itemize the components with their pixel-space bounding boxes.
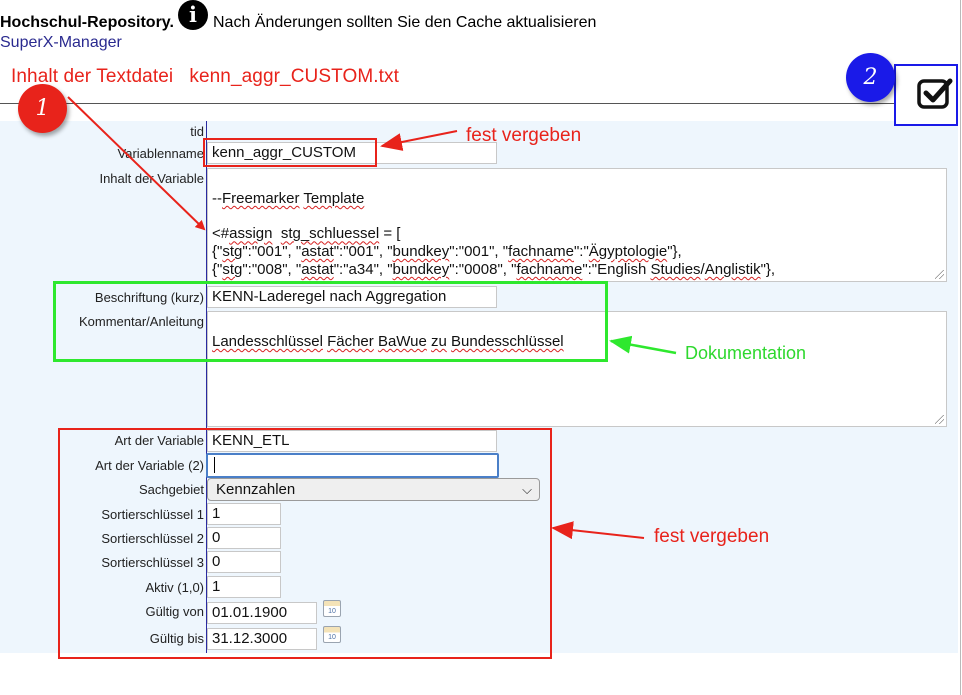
arrow-to-varname bbox=[380, 130, 458, 151]
sort3-label: Sortierschlüssel 3 bbox=[101, 555, 204, 570]
caption-field[interactable]: KENN-Laderegel nach Aggregation bbox=[207, 286, 497, 308]
annotation-title-prefix: Inhalt der Textdatei bbox=[11, 66, 174, 87]
area-select-value: Kennzahlen bbox=[216, 481, 296, 498]
sort2-label: Sortierschlüssel 2 bbox=[101, 531, 204, 546]
sort2-field[interactable]: 0 bbox=[207, 527, 281, 549]
arrow-to-fixed-fields bbox=[551, 521, 645, 540]
calendar-icon[interactable]: 10 bbox=[323, 626, 341, 643]
comment-text: Landesschlüssel Fächer BaWue zu Bundessc… bbox=[212, 332, 564, 350]
content-line: {"stg":"012", "astat":"", "bundkey":"001… bbox=[212, 279, 666, 281]
type-label: Art der Variable bbox=[114, 433, 204, 448]
chevron-down-icon: ⌵ bbox=[522, 482, 532, 497]
area-label: Sachgebiet bbox=[138, 482, 204, 497]
text-cursor bbox=[214, 457, 215, 474]
content-line: <#assign stg_schluessel = [ bbox=[212, 225, 401, 243]
arrow-to-documentation bbox=[609, 335, 677, 355]
type2-field[interactable] bbox=[206, 453, 499, 478]
valid-from-field[interactable]: 01.01.1900 bbox=[207, 602, 317, 624]
area-select[interactable]: Kennzahlen ⌵ bbox=[207, 478, 540, 501]
save-button[interactable] bbox=[894, 64, 958, 126]
annotation-title: Inhalt der Textdatei kenn_aggr_CUSTOM.tx… bbox=[11, 66, 399, 88]
active-field[interactable]: 1 bbox=[207, 576, 281, 598]
varname-label: Variablenname bbox=[117, 146, 204, 161]
comment-label: Kommentar/Anleitung bbox=[78, 314, 204, 329]
header-divider bbox=[0, 103, 897, 104]
comment-textarea[interactable]: Landesschlüssel Fächer BaWue zu Bundessc… bbox=[207, 311, 947, 427]
cache-hint: Nach Änderungen sollten Sie den Cache ak… bbox=[213, 14, 597, 31]
sort3-field[interactable]: 0 bbox=[207, 551, 281, 573]
annotation-marker-1: 1 bbox=[18, 84, 67, 133]
annotation-title-file: kenn_aggr_CUSTOM.txt bbox=[189, 66, 400, 87]
resize-handle[interactable] bbox=[935, 270, 944, 279]
annotation-fest-2: fest vergeben bbox=[654, 526, 770, 547]
page-right-border bbox=[960, 0, 961, 695]
annotation-fest-1: fest vergeben bbox=[466, 125, 582, 146]
page-title: Hochschul-Repository. bbox=[0, 14, 174, 31]
content-textarea[interactable]: --Freemarker Template <#assign stg_schlu… bbox=[207, 168, 947, 282]
varname-highlight bbox=[203, 138, 377, 167]
fixed-fields-highlight bbox=[58, 428, 552, 659]
resize-handle[interactable] bbox=[935, 415, 944, 424]
content-line: --Freemarker Template bbox=[212, 189, 365, 207]
content-line: {"stg":"008", "astat":"a34", "bundkey":"… bbox=[212, 260, 776, 278]
type-field[interactable]: KENN_ETL bbox=[207, 430, 497, 452]
tid-label: tid bbox=[190, 124, 204, 139]
documentation-highlight bbox=[53, 281, 608, 362]
info-icon: i bbox=[178, 0, 208, 30]
type2-label: Art der Variable (2) bbox=[95, 458, 204, 473]
sort1-field[interactable]: 1 bbox=[207, 503, 281, 525]
superx-manager-link[interactable]: SuperX-Manager bbox=[0, 34, 122, 51]
active-label: Aktiv (1,0) bbox=[145, 580, 204, 595]
content-line: {"stg":"001", "astat":"001", "bundkey":"… bbox=[212, 243, 682, 261]
form-label-separator bbox=[206, 121, 207, 653]
valid-to-field[interactable]: 31.12.3000 bbox=[207, 628, 317, 650]
checkbox-check-icon bbox=[917, 78, 953, 109]
valid-from-label: Gültig von bbox=[145, 604, 204, 619]
caption-label: Beschriftung (kurz) bbox=[94, 290, 204, 305]
annotation-documentation: Dokumentation bbox=[685, 343, 807, 363]
varname-field[interactable]: kenn_aggr_CUSTOM bbox=[207, 142, 497, 164]
annotation-marker-2: 2 bbox=[846, 53, 895, 102]
arrow-to-content bbox=[67, 96, 206, 231]
calendar-icon[interactable]: 10 bbox=[323, 600, 341, 617]
sort1-label: Sortierschlüssel 1 bbox=[101, 507, 204, 522]
valid-to-label: Gültig bis bbox=[149, 631, 204, 646]
